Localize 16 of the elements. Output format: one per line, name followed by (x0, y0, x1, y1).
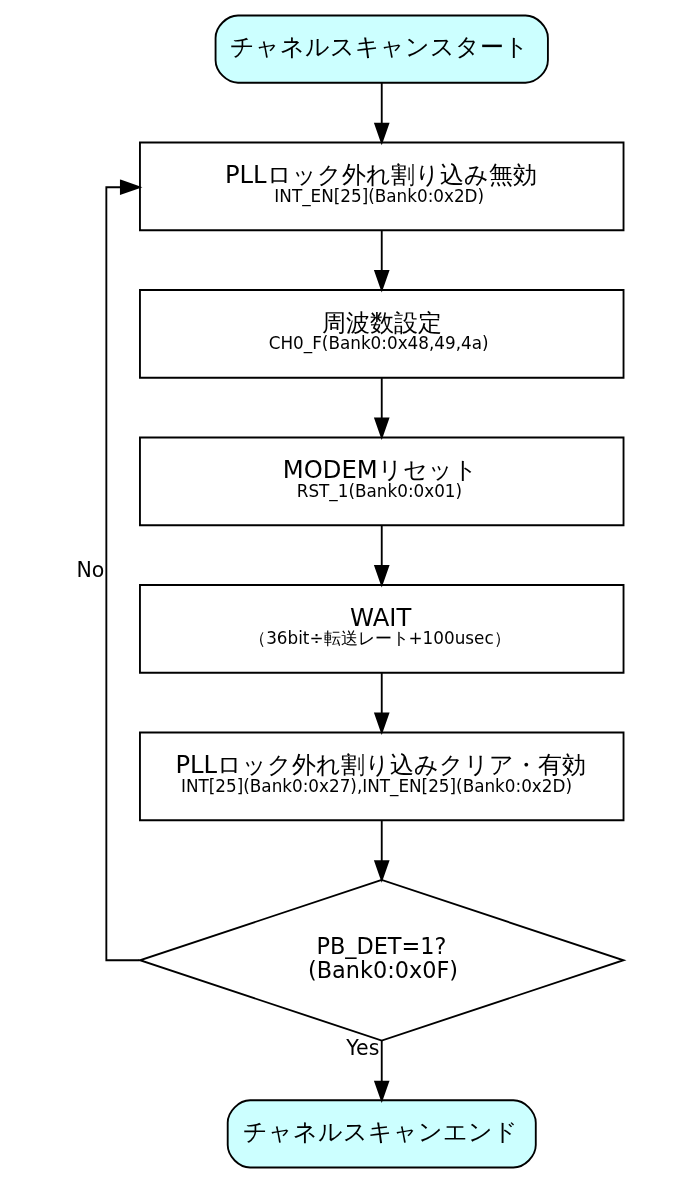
node-box: PLLロック外れ割り込みクリア・有効 INT[25](Bank0:0x27),INT_EN[25](Bank0:0x2D) (138, 731, 624, 822)
arrow (373, 1040, 390, 1104)
node-box: 周波数設定 CH0_F(Bank0:0x48,49,4a) (138, 289, 624, 379)
arrow (373, 229, 390, 293)
arrow (104, 179, 142, 962)
node-box: MODEMリセット RST_1(Bank0:0x01) (138, 436, 624, 527)
edge-label: No (75, 558, 104, 583)
node-box: チャネルスキャンエンド (226, 1099, 537, 1169)
node-box: チャネルスキャンスタート (214, 14, 549, 84)
arrow (373, 377, 390, 440)
arrow (373, 82, 390, 146)
node-box: PLLロック外れ割り込み無効 INT_EN[25](Bank0:0x2D) (138, 141, 624, 232)
node-box: WAIT （36bit÷転送レート+100usec） (138, 584, 624, 674)
arrow (373, 524, 390, 588)
arrow (373, 819, 390, 883)
arrow (373, 672, 390, 735)
